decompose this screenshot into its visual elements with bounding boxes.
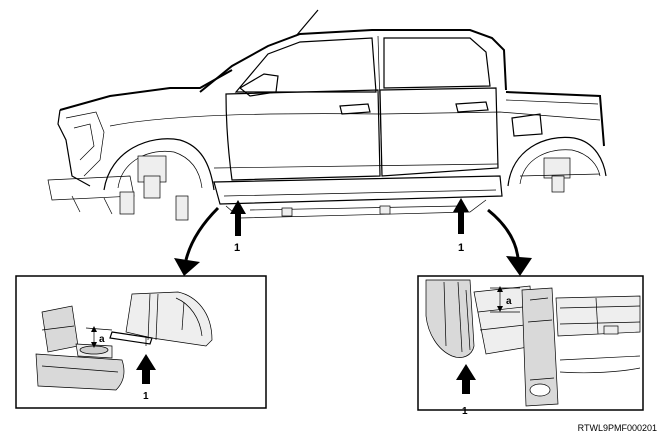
jack-arrow-front (230, 200, 246, 236)
figure-code: RTWL9PMF000201 (578, 423, 657, 433)
label-jack-point-rear: 1 (458, 242, 464, 254)
detail-view-rear-jack-point: a 1 (417, 275, 644, 417)
jack-arrow-detail-rear (456, 364, 476, 394)
label-jack-point-detail-rear: 1 (462, 406, 468, 417)
vehicle-side-view (47, 9, 607, 221)
detail-view-front-jack-point: a 1 (15, 275, 267, 409)
pointer-arrow-rear (487, 208, 532, 276)
label-dimension-a-rear: a (506, 296, 512, 307)
jack-arrow-detail-front (136, 354, 156, 384)
label-jack-point-front: 1 (234, 242, 240, 254)
label-jack-point-detail-front: 1 (143, 391, 149, 402)
jack-arrow-rear (453, 198, 469, 234)
pointer-arrow-front (174, 206, 220, 276)
label-dimension-a-front: a (99, 334, 105, 345)
